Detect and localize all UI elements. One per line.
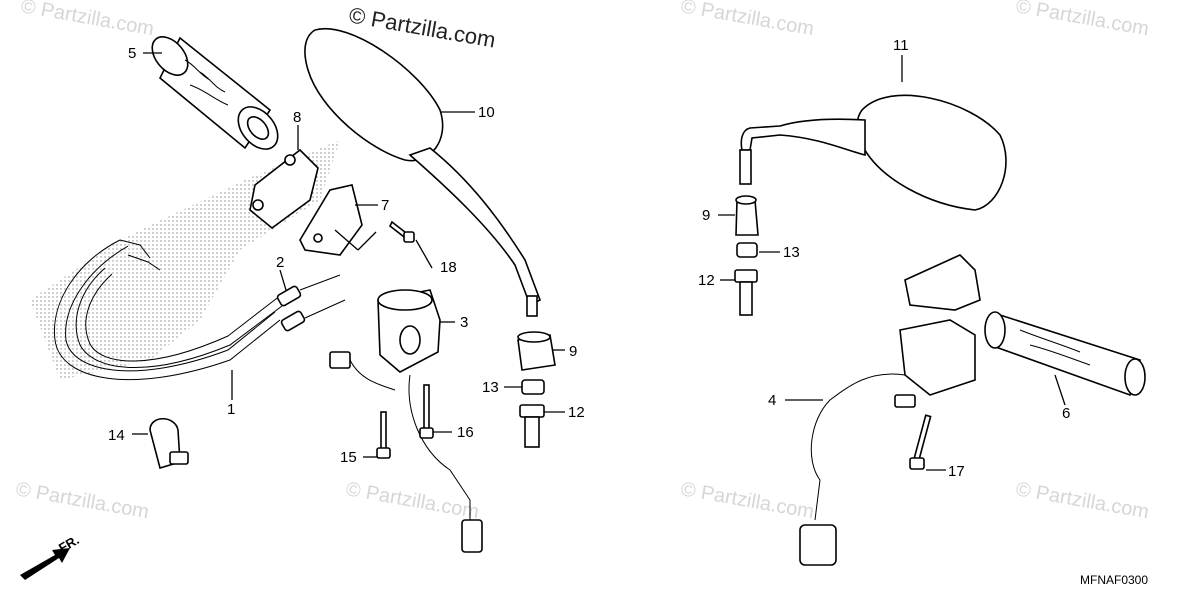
callout-11: 11	[893, 37, 909, 54]
callout-9-right: 9	[569, 343, 577, 360]
callout-5: 5	[128, 45, 136, 62]
callout-3: 3	[460, 314, 468, 331]
mirror-adapter-bolt-left	[734, 269, 758, 316]
callout-7: 7	[381, 197, 389, 214]
left-mirror	[739, 94, 1007, 211]
mirror-nut-right	[521, 379, 545, 395]
watermark-faint: © Partzilla.com	[679, 478, 816, 523]
watermark-faint: © Partzilla.com	[19, 0, 156, 40]
screw-17	[909, 414, 932, 470]
callout-4: 4	[768, 392, 776, 409]
throttle-housing-upper	[249, 148, 319, 230]
screw-16	[419, 384, 434, 439]
mirror-adapter-bolt-right	[519, 404, 545, 448]
callout-13-left: 13	[783, 244, 800, 261]
callout-12-right: 12	[568, 404, 585, 421]
left-grip	[984, 311, 1146, 397]
callout-8: 8	[293, 109, 301, 126]
throttle-housing-lower	[299, 184, 363, 256]
watermark-faint: © Partzilla.com	[1014, 0, 1151, 40]
callout-13-right: 13	[482, 379, 499, 396]
callout-2: 2	[276, 254, 284, 271]
screw-18	[388, 220, 415, 243]
front-direction-arrow: FR.	[20, 532, 82, 580]
diagram-code: MFNAF0300	[1080, 573, 1148, 587]
throttle-grip	[151, 36, 279, 150]
left-handlebar-switch	[799, 254, 981, 566]
callout-16: 16	[457, 424, 474, 441]
cable-clamp	[149, 417, 189, 470]
throttle-cables	[53, 239, 346, 381]
mirror-boot-right	[517, 331, 556, 371]
right-handlebar-switch	[329, 289, 483, 553]
right-mirror	[304, 27, 542, 317]
callout-18: 18	[440, 259, 457, 276]
callout-12-left: 12	[698, 272, 715, 289]
callout-1: 1	[227, 401, 235, 418]
callout-9-left: 9	[702, 207, 710, 224]
callouts: 5 8 7 18 2 3 1 14 15 16 10 9 13 12 11 9 …	[108, 37, 1070, 480]
callout-10: 10	[478, 104, 495, 121]
leader-lines	[132, 52, 1066, 471]
watermark-faint: © Partzilla.com	[14, 478, 151, 523]
screw-15	[376, 411, 391, 459]
watermark-faint: © Partzilla.com	[679, 0, 816, 40]
watermark-faint: © Partzilla.com	[1014, 478, 1151, 523]
mirror-nut-left	[736, 242, 758, 258]
callout-14: 14	[108, 427, 125, 444]
callout-6: 6	[1062, 405, 1070, 422]
mirror-boot-left	[735, 195, 759, 236]
callout-17: 17	[948, 463, 965, 480]
callout-15: 15	[340, 449, 357, 466]
